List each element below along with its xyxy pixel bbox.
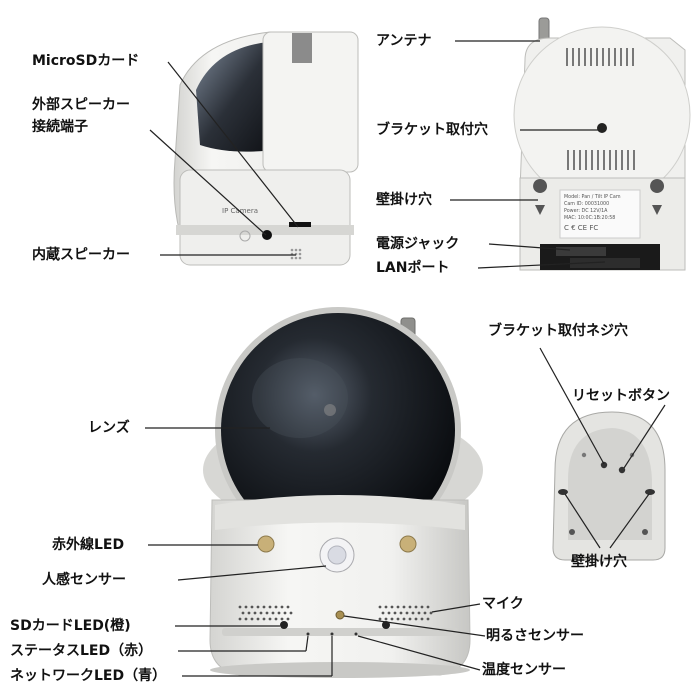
label-bracket-hole: ブラケット取付穴 [376,122,488,138]
label-reset-button: リセットボタン [572,388,670,404]
side-dome [196,42,275,152]
back-wall-hole-left [533,179,548,215]
side-view-camera: IP Camera [173,31,359,266]
back-spec-label [559,189,641,239]
back-round-plate [513,26,691,204]
svg-text:Model: Pan / Tilt IP Cam: Model: Pan / Tilt IP Cam [564,194,621,200]
svg-text:MAC: 10:0C:1B:20:58: MAC: 10:0C:1B:20:58 [564,215,615,221]
bracket-wall-hole-left [558,489,568,495]
reset-button [618,466,626,474]
label-lens: レンズ [88,420,130,436]
label-microsd-card: MicroSDカード [32,53,140,69]
callout-lines [145,40,666,677]
ir-led-right [399,535,417,553]
label-lan-port: LANポート [376,260,450,276]
mic-hole [382,621,390,629]
lan-port [570,258,640,268]
front-view-camera [203,307,483,678]
label-status-led: ステータスLED（赤） [10,643,153,659]
network-led [330,632,334,636]
label-temp-sensor: 温度センサー [482,662,566,678]
label-bracket-screw-hole: ブラケット取付ネジ穴 [488,323,628,339]
back-spec-text: Model: Pan / Tilt IP Cam Cam ID: 0003100… [564,194,621,232]
back-view-camera: Model: Pan / Tilt IP Cam Cam ID: 0003100… [513,17,691,271]
svg-text:Power: DC 12V/1A: Power: DC 12V/1A [564,208,608,214]
label-network-led: ネットワークLED（青） [10,668,167,684]
label-light-sensor: 明るさセンサー [486,628,584,644]
light-sensor [335,610,345,620]
label-wall-hole-bracket: 壁掛け穴 [571,554,627,570]
svg-text:C € CE FC: C € CE FC [564,224,598,232]
label-sd-led: SDカードLED(橙) [10,618,131,634]
label-wall-hole-back: 壁掛け穴 [376,192,432,208]
back-vent-bottom [567,150,635,170]
label-power-jack: 電源ジャック [376,236,460,252]
sd-slot-cover [292,33,312,63]
front-grille-left [238,605,293,621]
back-vent-top [566,48,634,66]
label-antenna: アンテナ [376,33,432,49]
ir-led-left [257,535,275,553]
bracket-wall-hole-right [645,489,655,495]
back-wall-hole-right [650,179,665,215]
label-external-speaker-line1: 外部スピーカー [32,97,130,113]
front-grille-right [378,605,433,621]
label-builtin-speaker: 内蔵スピーカー [32,247,130,263]
sd-card-led [280,621,288,629]
svg-text:Cam ID: 00031000: Cam ID: 00031000 [564,201,609,207]
bracket-screw-hole [600,461,608,469]
label-motion-sensor: 人感センサー [42,572,126,588]
external-speaker-jack [262,230,272,240]
status-led [306,632,310,636]
side-speaker-grille [290,248,302,260]
lens-dome [221,313,455,547]
bracket-hole [597,123,607,133]
label-mic: マイク [482,596,524,612]
microsd-slot [289,222,311,227]
temp-sensor [354,632,358,636]
power-jack-port [556,247,606,256]
label-ir-led: 赤外線LED [52,537,125,553]
wall-bracket [552,411,666,561]
label-external-speaker-line2: 接続端子 [32,119,88,135]
